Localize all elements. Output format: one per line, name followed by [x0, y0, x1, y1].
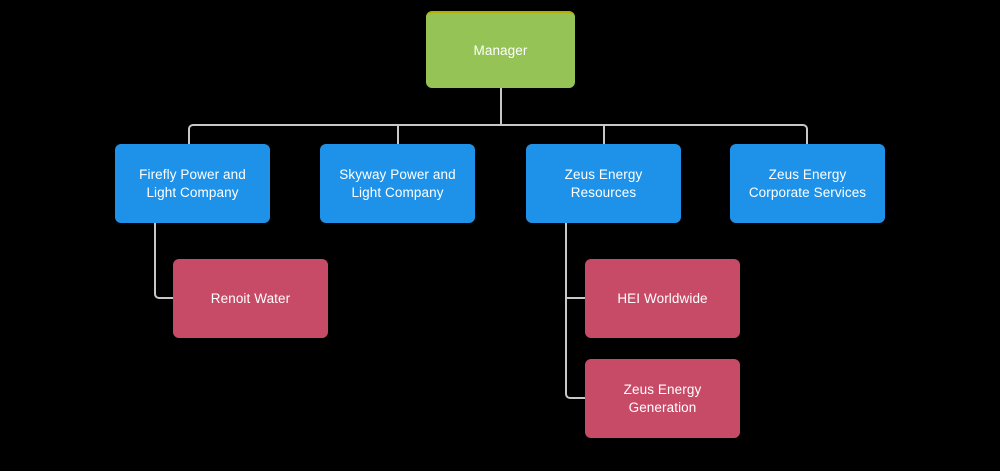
- node-renoit-water[interactable]: Renoit Water: [173, 259, 328, 338]
- edge-drop-skyway: [397, 124, 399, 144]
- node-hei-worldwide-label: HEI Worldwide: [617, 290, 708, 306]
- node-zeus-energy-generation[interactable]: Zeus Energy Generation: [585, 359, 740, 438]
- node-skyway-power-and-light-company[interactable]: Skyway Power and Light Company: [320, 144, 475, 223]
- edge-firefly-to-renoit: [154, 223, 175, 299]
- node-firefly-power-and-light-company-label: Firefly Power and Light Company: [139, 166, 246, 200]
- edge-zeus-resources-trunk: [565, 223, 567, 301]
- node-skyway-power-and-light-company-label: Skyway Power and Light Company: [339, 166, 456, 200]
- node-zeus-energy-generation-label: Zeus Energy Generation: [623, 381, 702, 415]
- edge-bus-right-corner: [796, 124, 808, 144]
- node-manager-label: Manager: [473, 42, 528, 58]
- edge-bus-horizontal: [196, 124, 802, 126]
- node-manager[interactable]: Manager: [426, 11, 575, 88]
- node-zeus-energy-corporate-services-label: Zeus Energy Corporate Services: [748, 166, 867, 200]
- edge-manager-trunk: [500, 88, 502, 125]
- edge-bus-left-corner: [188, 124, 200, 144]
- node-renoit-water-label: Renoit Water: [210, 290, 291, 306]
- node-hei-worldwide[interactable]: HEI Worldwide: [585, 259, 740, 338]
- node-firefly-power-and-light-company[interactable]: Firefly Power and Light Company: [115, 144, 270, 223]
- edge-zeus-resources-to-generation: [565, 297, 587, 399]
- edge-zeus-resources-to-hei: [565, 297, 587, 299]
- node-zeus-energy-resources[interactable]: Zeus Energy Resources: [526, 144, 681, 223]
- edge-drop-zeus-resources: [603, 124, 605, 144]
- node-zeus-energy-corporate-services[interactable]: Zeus Energy Corporate Services: [730, 144, 885, 223]
- node-zeus-energy-resources-label: Zeus Energy Resources: [564, 166, 643, 200]
